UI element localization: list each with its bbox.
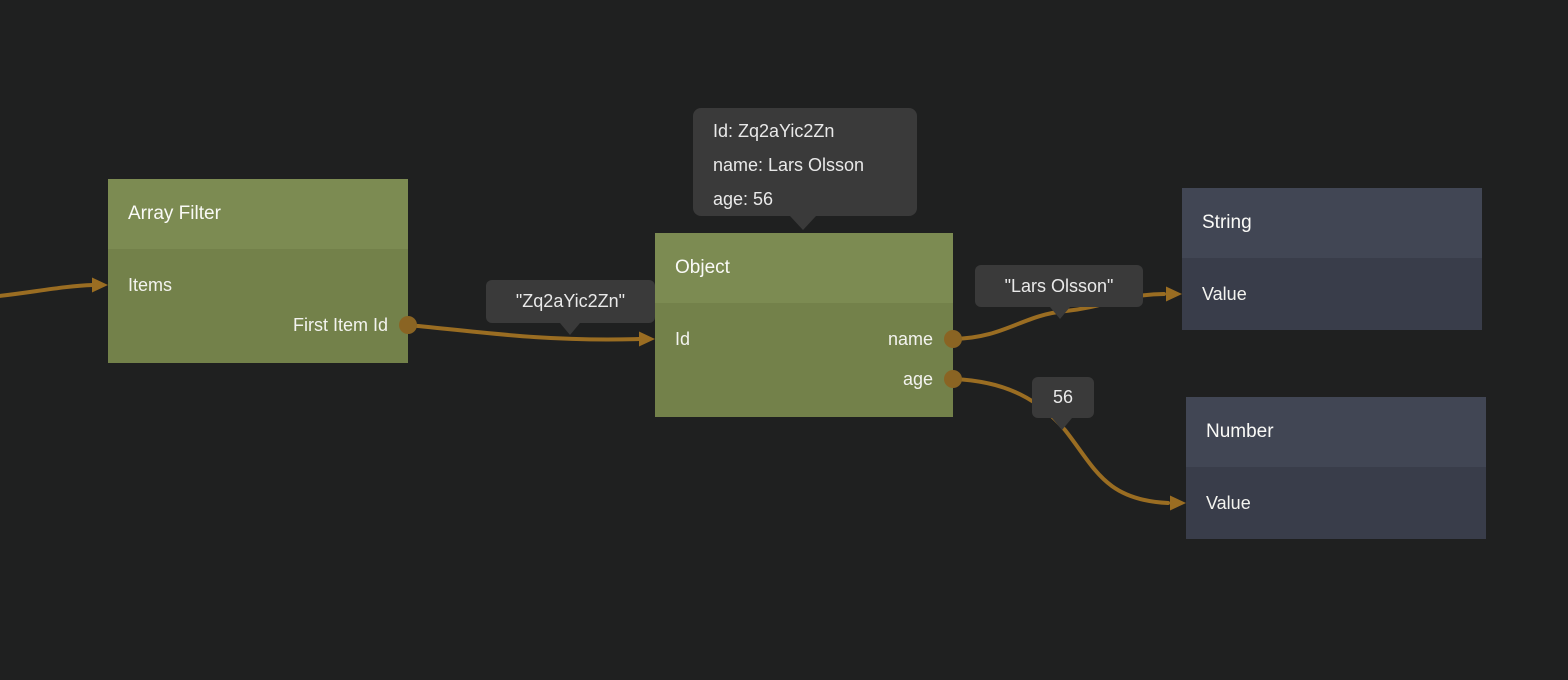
- wire-value-name: "Lars Olsson": [1004, 275, 1114, 296]
- node-number-body: Value: [1186, 467, 1486, 539]
- node-array-filter[interactable]: Array Filter Items First Item Id: [108, 179, 408, 363]
- input-row-number-value: Value: [1186, 483, 1486, 523]
- input-label-id: Id: [675, 328, 691, 349]
- input-row-string-value: Value: [1182, 274, 1482, 314]
- wire-age-to-number-value[interactable]: [951, 377, 1170, 505]
- tooltip-pointer: [790, 216, 816, 230]
- node-number-title: Number: [1206, 421, 1274, 442]
- node-array-filter-header[interactable]: Array Filter: [108, 179, 408, 249]
- node-object-title: Object: [675, 257, 730, 278]
- input-arrow-icon-items[interactable]: [92, 277, 108, 293]
- wire-value-bubble-age: 56: [1032, 377, 1094, 430]
- wire-first-item-id-to-id[interactable]: [406, 323, 641, 342]
- output-label-first-item-id: First Item Id: [292, 314, 388, 335]
- row-id-name: Id name: [655, 319, 953, 359]
- tooltip-line-id: Id: Zq2aYic2Zn: [713, 121, 835, 141]
- bubble-pointer-age: [1052, 418, 1072, 430]
- input-arrow-icon-id[interactable]: [639, 331, 655, 347]
- output-label-name: name: [887, 328, 933, 349]
- wire-value-bubble-name: "Lars Olsson": [975, 265, 1143, 319]
- input-arrow-icon-number-value[interactable]: [1170, 495, 1186, 511]
- output-port-first-item-id[interactable]: [399, 316, 417, 334]
- output-label-age: age: [902, 368, 933, 389]
- tooltip-line-age: age: 56: [713, 189, 774, 209]
- wire-value-bubble-id: "Zq2aYic2Zn": [486, 280, 655, 335]
- node-string-title: String: [1202, 212, 1252, 233]
- input-arrow-icon-string-value[interactable]: [1166, 286, 1182, 302]
- output-port-name[interactable]: [944, 330, 962, 348]
- node-string-body: Value: [1182, 258, 1482, 330]
- node-number-header[interactable]: Number: [1186, 397, 1486, 467]
- object-value-tooltip: Id: Zq2aYic2Zn name: Lars Olsson age: 56: [693, 108, 917, 230]
- output-port-age[interactable]: [944, 370, 962, 388]
- input-row-items: Items: [108, 265, 408, 305]
- wire-value-age: 56: [1052, 387, 1074, 407]
- node-object[interactable]: Object Id name age: [655, 233, 953, 417]
- output-row-first-item-id: First Item Id: [108, 305, 408, 345]
- node-object-header[interactable]: Object: [655, 233, 953, 303]
- node-string[interactable]: String Value: [1182, 188, 1482, 330]
- output-row-age: age: [655, 359, 953, 399]
- bubble-pointer-id: [560, 323, 580, 335]
- tooltip-line-name: name: Lars Olsson: [713, 155, 865, 175]
- wire-into-items[interactable]: [0, 283, 95, 298]
- input-label-items: Items: [128, 274, 173, 295]
- input-label-string-value: Value: [1202, 283, 1247, 304]
- input-label-number-value: Value: [1206, 492, 1251, 513]
- node-number[interactable]: Number Value: [1186, 397, 1486, 539]
- node-object-body: Id name age: [655, 303, 953, 417]
- node-array-filter-body: Items First Item Id: [108, 249, 408, 363]
- bubble-pointer-name: [1050, 307, 1070, 319]
- node-string-header[interactable]: String: [1182, 188, 1482, 258]
- wire-value-id: "Zq2aYic2Zn": [515, 291, 626, 311]
- node-array-filter-title: Array Filter: [128, 203, 221, 224]
